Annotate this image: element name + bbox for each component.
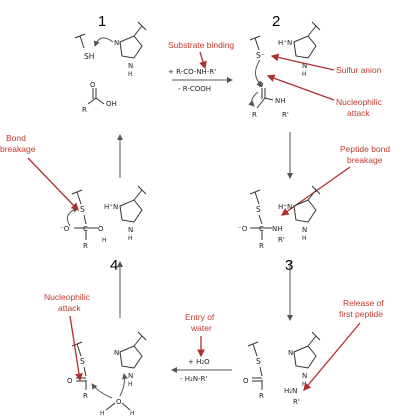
amide-rprime-label: R': [282, 111, 289, 119]
state4-nh-label: N: [128, 372, 133, 380]
int-right-s-label: S: [256, 205, 261, 214]
thiol-label: SH: [84, 52, 94, 61]
int-right-rprime-label: R': [278, 236, 285, 244]
state4-n-label: N: [114, 349, 119, 357]
released-rprime-label: R': [293, 398, 300, 406]
acyl-enzyme-r-label: R: [259, 392, 264, 400]
nucleophilic-attack-bottom-line2: attack: [58, 303, 81, 313]
tetrahedral-intermediate-right: S H⁺N N H ⁻O C NH R R': [238, 185, 321, 250]
nucleophilic-attack-top-pointer: [266, 74, 335, 101]
imidazole-h-label: H: [128, 71, 133, 78]
int-left-c-label: C: [83, 225, 88, 233]
nucleophilic-attack-top-line1: Nucleophilic: [336, 97, 383, 107]
water-h2-label: H: [130, 410, 135, 417]
step-number-4: 4: [110, 257, 118, 274]
amide-r-label: R: [252, 111, 257, 119]
int-left-nh-label: H: [128, 235, 133, 242]
nucleophilic-attack-bottom-line1: Nucleophilic: [44, 292, 91, 302]
sulfur-anion-pointer: [270, 53, 335, 71]
released-amine-label: H₂N: [284, 387, 297, 395]
int-right-c-label: C: [259, 225, 264, 233]
acyl-enzyme-s-label: S: [256, 357, 261, 366]
int-left-n-label: N: [128, 226, 133, 234]
int-right-h-label: H: [302, 235, 307, 242]
state-4-structure: S O R N N H O H H: [67, 331, 147, 417]
state4-s-label: S: [80, 357, 85, 366]
condition-bottom-plus: + H₂O: [188, 358, 210, 366]
int-left-o-label: O: [98, 225, 104, 233]
bond-breakage-line1: Bond: [6, 133, 26, 143]
step-number-2: 2: [272, 13, 280, 30]
peptide-bond-breakage-line2: breakage: [347, 155, 383, 165]
condition-top-plus: + R-CO-NH-R': [168, 68, 216, 76]
thiolate-label: S⁻: [256, 51, 265, 60]
nucleophilic-attack-bottom-pointer: [69, 315, 83, 382]
substrate-binding-pointer: [199, 51, 207, 70]
int-right-nh-label: NH: [272, 225, 283, 233]
peptide-bond-breakage-pointer: [280, 166, 351, 216]
imidazole-h2-label: H: [302, 71, 307, 78]
int-left-r-label: R: [83, 242, 88, 250]
state-3-structure: S O R N N H H₂N R': [243, 331, 321, 406]
int-left-h-label: H: [102, 237, 107, 244]
int-left-ominus-label: ⁻O: [60, 225, 70, 233]
entry-of-water-line2: water: [190, 323, 212, 333]
int-right-n-label: N: [302, 226, 307, 234]
substrate-binding-label: Substrate binding: [168, 40, 234, 50]
condition-top-minus: - R-COOH: [178, 85, 211, 93]
state4-r-label: R: [83, 392, 88, 400]
bond-breakage-line2: breakage: [0, 144, 36, 154]
tetrahedral-intermediate-left: S ⁻O C O R H H⁺N N H: [60, 185, 147, 250]
state-1-structure: SH N N H O OH R: [74, 21, 147, 114]
imidazole-nh2-label: N: [302, 62, 307, 70]
state3-nh-label: N: [302, 372, 307, 380]
imidazole-n-label: N: [114, 39, 119, 47]
release-first-peptide-line2: first peptide: [339, 309, 383, 319]
imidazole-nh-label: N: [128, 62, 133, 70]
acid-r-label: R: [82, 106, 87, 114]
water-h1-label: H: [100, 410, 105, 417]
imidazolium-label: H⁺N: [278, 39, 292, 47]
acid-oh-label: OH: [106, 100, 117, 108]
water-o-label: O: [116, 398, 122, 406]
release-first-peptide-line1: Release of: [343, 298, 384, 308]
state4-h-label: H: [128, 381, 133, 388]
int-right-ominus-label: ⁻O: [238, 225, 248, 233]
acyl-enzyme-o-label: O: [243, 377, 249, 385]
state4-o-label: O: [67, 377, 73, 385]
state-2-structure: S⁻ H⁺N N H O NH R R': [248, 21, 321, 119]
int-right-hn-label: H⁺N: [278, 203, 292, 211]
sulfur-anion-label: Sulfur anion: [336, 65, 382, 75]
entry-of-water-line1: Entry of: [185, 312, 215, 322]
condition-bottom-minus: - H₂N-R': [180, 375, 207, 383]
step-number-1: 1: [98, 13, 106, 30]
nucleophilic-attack-top-line2: attack: [347, 108, 370, 118]
release-first-peptide-pointer: [303, 322, 361, 391]
amide-nh-label: NH: [275, 97, 286, 105]
int-right-r-label: R: [259, 242, 264, 250]
bond-breakage-pointer: [27, 157, 79, 211]
state3-n-label: N: [288, 349, 293, 357]
acid-o-label: O: [90, 81, 96, 89]
step-number-3: 3: [285, 257, 293, 274]
peptide-bond-breakage-line1: Peptide bond: [340, 144, 390, 154]
int-left-hn-label: H⁺N: [104, 203, 118, 211]
int-left-s-label: S: [80, 205, 85, 214]
